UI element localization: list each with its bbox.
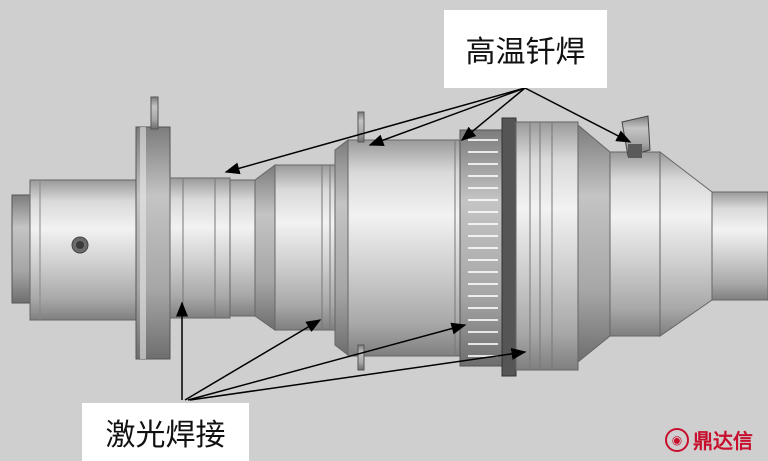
brazing-arrow-4 — [524, 87, 632, 143]
high-temp-brazing-label: 高温钎焊 — [444, 10, 607, 88]
laser-arrow-4 — [189, 347, 527, 401]
rear-section — [609, 151, 661, 337]
body-pin-bottom — [357, 344, 365, 371]
brazing-arrow-1 — [224, 87, 526, 175]
seal-ring — [501, 117, 517, 377]
laser-arrows — [176, 301, 527, 401]
mid-cylinder — [274, 164, 336, 331]
brazing-arrow-2 — [368, 87, 526, 146]
laser-arrow-2 — [184, 319, 322, 401]
right-shaft — [711, 191, 768, 301]
flange-pin — [150, 96, 159, 130]
laser-weld-section — [169, 177, 231, 319]
ring-stack — [515, 121, 579, 371]
nozzle-cone — [659, 150, 713, 337]
main-body — [347, 139, 461, 357]
laser-welding-text: 激光焊接 — [105, 418, 226, 453]
brazing-arrows — [224, 87, 632, 175]
watermark: ◉ 鼎达信 — [665, 425, 753, 454]
laser-arrow-3 — [187, 322, 467, 401]
rear-taper — [577, 123, 611, 364]
left-end-cap — [11, 194, 33, 304]
high-temp-brazing-text: 高温钎焊 — [465, 35, 586, 70]
watermark-logo-icon: ◉ — [665, 427, 689, 452]
body-pin-top — [357, 111, 365, 143]
watermark-text: 鼎达信 — [693, 429, 753, 453]
laser-welding-label: 激光焊接 — [82, 403, 249, 461]
brazing-arrow-3 — [460, 87, 526, 141]
